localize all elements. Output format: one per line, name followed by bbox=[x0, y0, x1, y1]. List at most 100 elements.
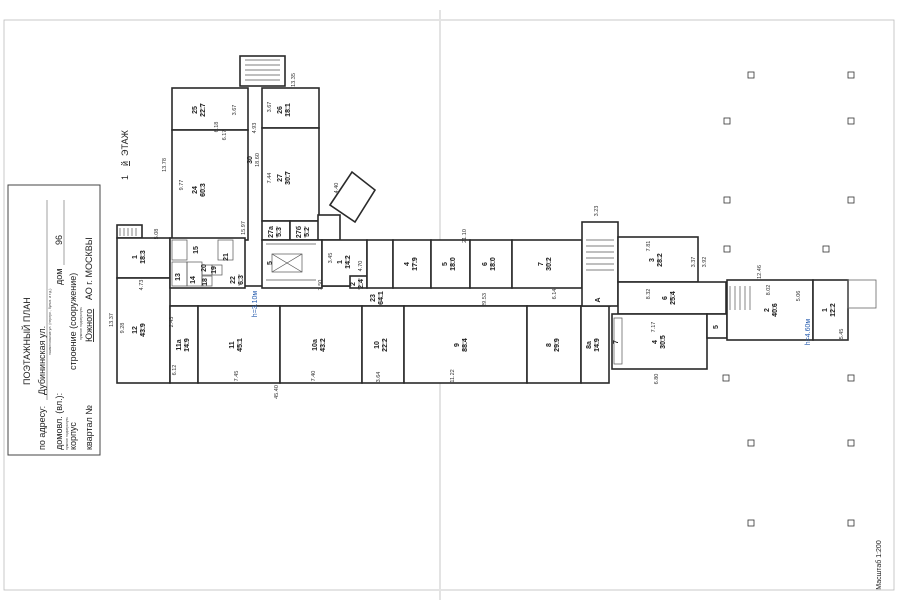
column-marker bbox=[847, 519, 855, 527]
dimension-label: 4.93 bbox=[252, 123, 258, 134]
room-area: 30.5 bbox=[660, 335, 667, 349]
kvartal-label: квартал № bbox=[84, 405, 94, 450]
room-label: 21 bbox=[223, 253, 230, 261]
column-marker bbox=[723, 196, 731, 204]
room-area: 12.2 bbox=[830, 303, 837, 317]
dimension-label: 13.37 bbox=[109, 313, 115, 327]
room-number: 2 bbox=[350, 282, 357, 286]
room-area: 14.2 bbox=[345, 255, 352, 269]
column-marker bbox=[723, 117, 731, 125]
dimension-label: 12.46 bbox=[757, 265, 763, 279]
domovl-hint: нужное подчеркнуть bbox=[65, 417, 69, 450]
column-marker bbox=[847, 374, 855, 382]
room-number: 1 bbox=[822, 308, 829, 312]
room-area: 45.1 bbox=[237, 338, 244, 352]
title-stamp: ПОЭТАЖНЫЙ ПЛАН по адресу: Дубининская ул… bbox=[7, 184, 101, 456]
dimension-label: 2.43 bbox=[169, 317, 175, 328]
room-area: 5.3 bbox=[276, 227, 283, 237]
address-label: по адресу: bbox=[37, 406, 47, 450]
room-label: 18 bbox=[202, 278, 209, 286]
dimension-label: 29.53 bbox=[482, 293, 488, 307]
column-markers bbox=[722, 71, 855, 527]
room-number: 11 bbox=[229, 341, 236, 349]
room-area: 6.3 bbox=[238, 275, 245, 285]
dimension-label: 3.67 bbox=[267, 102, 273, 113]
stroenie-hint: нужное подчеркнуть bbox=[79, 307, 83, 340]
dimension-label: 9.77 bbox=[179, 180, 185, 191]
room-area: 18.3 bbox=[140, 250, 147, 264]
floor-suffix: й bbox=[120, 161, 130, 166]
room-number: 4 bbox=[404, 262, 411, 266]
stroenie-label: строение (сооружение) bbox=[68, 273, 78, 370]
stamp-title: ПОЭТАЖНЫЙ ПЛАН bbox=[21, 297, 32, 385]
room-area: 64.1 bbox=[378, 291, 385, 305]
dom-value: 96 bbox=[54, 235, 64, 245]
column-marker bbox=[747, 71, 755, 79]
room-area: 30.2 bbox=[546, 257, 553, 271]
domovl-label: домовл. (вл.): bbox=[54, 393, 64, 450]
column-marker bbox=[747, 439, 755, 447]
room-area: 22.7 bbox=[200, 103, 207, 117]
dimension-label: 8.32 bbox=[646, 289, 652, 300]
room-area: 40.6 bbox=[772, 303, 779, 317]
column-marker bbox=[847, 196, 855, 204]
room-number: 24 bbox=[192, 186, 199, 194]
room-area: 30.7 bbox=[285, 171, 292, 185]
room-number: 22 bbox=[230, 276, 237, 284]
room-number: 6 bbox=[482, 262, 489, 266]
room-number: 1 bbox=[132, 255, 139, 259]
room-number: 1 bbox=[337, 260, 344, 264]
room-number: 9 bbox=[454, 343, 461, 347]
room-area: 14.9 bbox=[594, 338, 601, 352]
ceiling-height-left: h=3.10м bbox=[252, 291, 259, 318]
dimension-label: 7.45 bbox=[234, 371, 240, 382]
room-number: 12 bbox=[132, 326, 139, 334]
room-area: 29.9 bbox=[554, 338, 561, 352]
room-label: 15 bbox=[193, 246, 200, 254]
room-number: 27б bbox=[295, 225, 303, 238]
room-label: 20 bbox=[201, 264, 208, 272]
dimension-label: 7.44 bbox=[267, 173, 273, 184]
room-area: 25.4 bbox=[670, 291, 677, 305]
room-label: 5 bbox=[713, 325, 720, 329]
room-label: A bbox=[595, 297, 602, 302]
dimension-label: 3.45 bbox=[328, 253, 334, 264]
room-label: 19 bbox=[211, 266, 218, 274]
dimension-label: 4.73 bbox=[139, 280, 145, 291]
column-marker bbox=[847, 439, 855, 447]
dimension-label: 45.40 bbox=[274, 385, 280, 399]
dimension-label: 18.60 bbox=[255, 153, 261, 167]
room-area: 88.4 bbox=[462, 338, 469, 352]
column-marker bbox=[847, 117, 855, 125]
dimension-label: 6.17 bbox=[222, 130, 228, 141]
room-area: 43.9 bbox=[140, 323, 147, 337]
dimension-label: 4.40 bbox=[334, 183, 340, 194]
room-number: 7 bbox=[538, 262, 545, 266]
dimension-label: 3.64 bbox=[376, 372, 382, 383]
okrug-value: Южного bbox=[84, 309, 94, 342]
ceiling-height-right: h=4.60м bbox=[805, 319, 812, 346]
room-number: 10a bbox=[312, 339, 319, 351]
room-number: 5 bbox=[442, 262, 449, 266]
